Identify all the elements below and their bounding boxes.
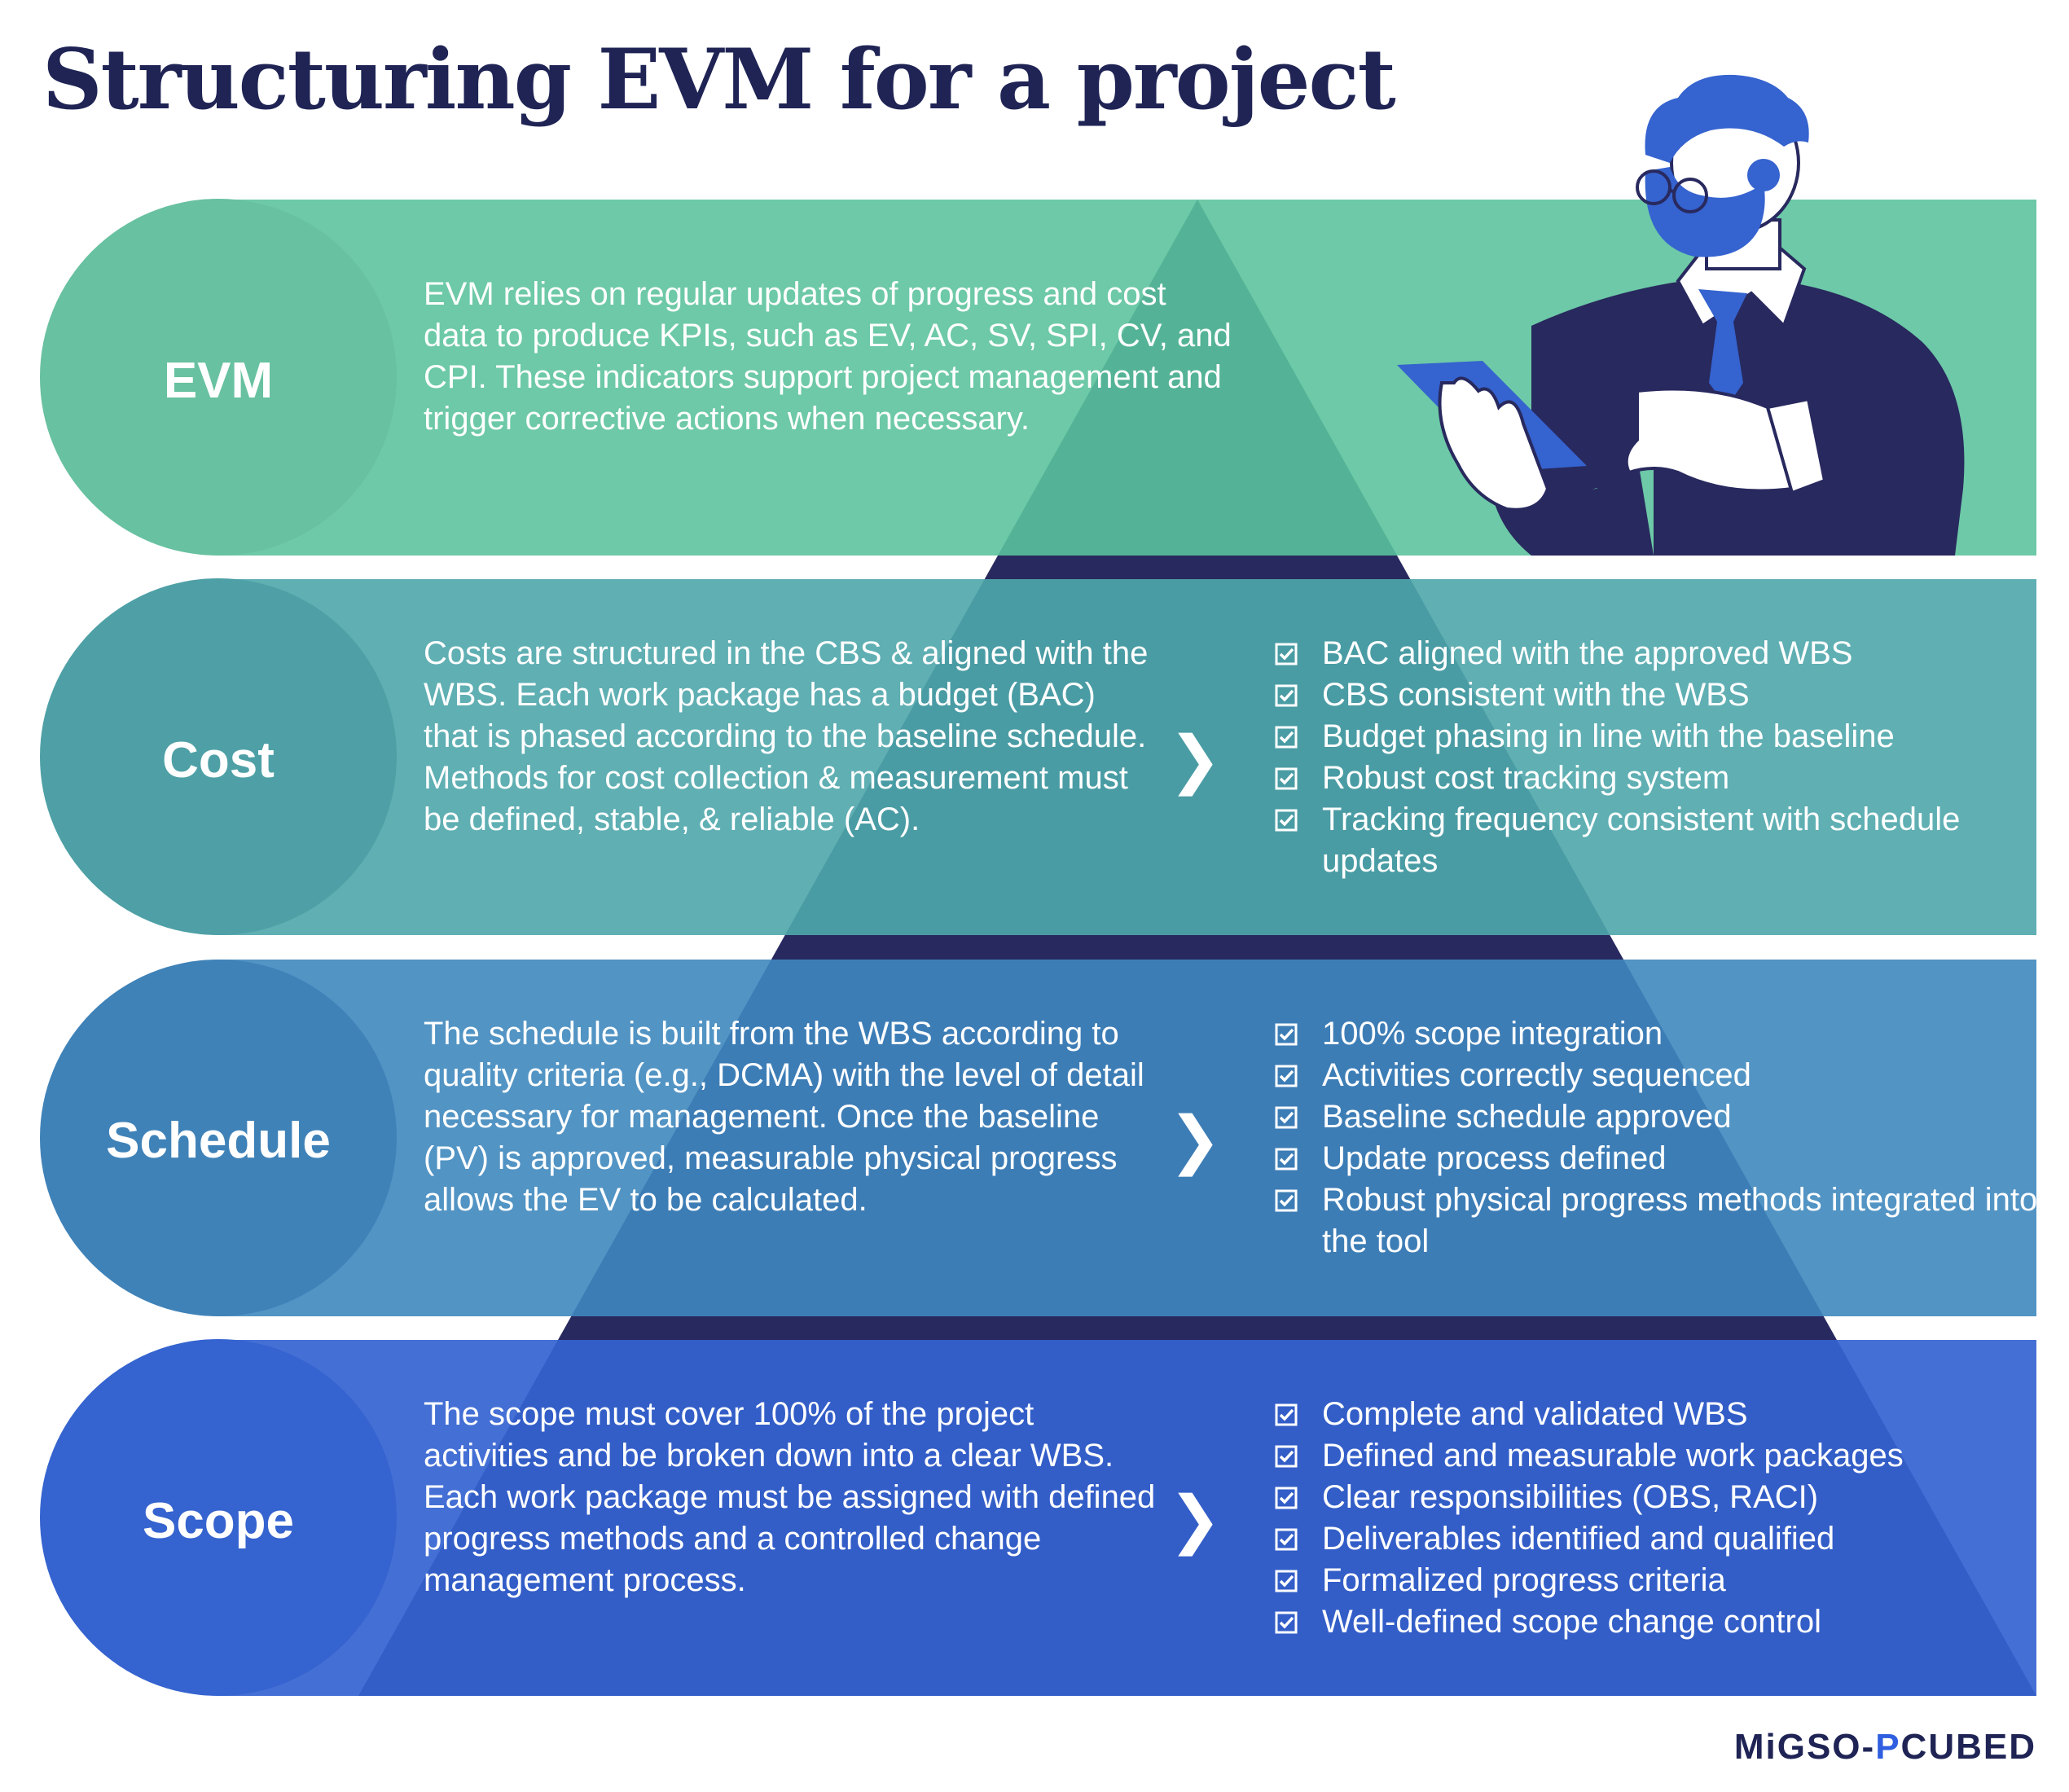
list-item: Robust physical progress methods integra… xyxy=(1275,1179,2040,1263)
list-item: Complete and validated WBS xyxy=(1275,1394,2040,1435)
checklist-item-text: Robust physical progress methods integra… xyxy=(1322,1182,2038,1259)
checklist-item-text: Activities correctly sequenced xyxy=(1322,1057,1751,1093)
checklist-item-text: CBS consistent with the WBS xyxy=(1322,677,1750,713)
list-item: Well-defined scope change control xyxy=(1275,1601,2040,1643)
chevron-right-icon: ❯ xyxy=(1168,1483,1222,1555)
logo-text-part2: CUBED xyxy=(1900,1727,2036,1767)
checkbox-checked-icon xyxy=(1275,1403,1298,1426)
row-label-scope: Scope xyxy=(142,1493,295,1549)
checklist-item-text: Baseline schedule approved xyxy=(1322,1099,1732,1135)
row-description-schedule: The schedule is built from the WBS accor… xyxy=(424,1016,1144,1218)
list-item: Activities correctly sequenced xyxy=(1275,1055,2040,1096)
list-item: Baseline schedule approved xyxy=(1275,1096,2040,1138)
checklist-cost: BAC aligned with the approved WBS CBS co… xyxy=(1275,633,2040,882)
chevron-right-icon: ❯ xyxy=(1168,723,1222,795)
checkbox-checked-icon xyxy=(1275,1148,1298,1171)
checklist-scope: Complete and validated WBS Defined and m… xyxy=(1275,1394,2040,1643)
checkbox-checked-icon xyxy=(1275,1611,1298,1634)
list-item: Update process defined xyxy=(1275,1138,2040,1179)
checkbox-checked-icon xyxy=(1275,767,1298,790)
checkbox-checked-icon xyxy=(1275,1106,1298,1129)
row-description-scope: The scope must cover 100% of the project… xyxy=(424,1396,1156,1598)
row-label-evm: EVM xyxy=(163,353,274,409)
list-item: Clear responsibilities (OBS, RACI) xyxy=(1275,1477,2040,1518)
checkbox-checked-icon xyxy=(1275,1528,1298,1551)
checklist-item-text: Robust cost tracking system xyxy=(1322,760,1730,796)
checkbox-checked-icon xyxy=(1275,1570,1298,1592)
checkbox-checked-icon xyxy=(1275,809,1298,832)
logo-text-accent: P xyxy=(1875,1727,1901,1767)
checklist-item-text: Formalized progress criteria xyxy=(1322,1562,1726,1598)
checkbox-checked-icon xyxy=(1275,1065,1298,1087)
checklist-item-text: Complete and validated WBS xyxy=(1322,1396,1748,1432)
checkbox-checked-icon xyxy=(1275,1023,1298,1046)
businessman-illustration xyxy=(1397,74,1965,556)
checklist-item-text: Tracking frequency consistent with sched… xyxy=(1322,802,1961,879)
checklist-item-text: Clear responsibilities (OBS, RACI) xyxy=(1322,1479,1819,1515)
list-item: BAC aligned with the approved WBS xyxy=(1275,633,2040,674)
list-item: Formalized progress criteria xyxy=(1275,1560,2040,1601)
list-item: CBS consistent with the WBS xyxy=(1275,674,2040,716)
checkbox-checked-icon xyxy=(1275,726,1298,749)
page-title: Structuring EVM for a project xyxy=(42,31,1396,129)
row-label-cost: Cost xyxy=(162,732,275,788)
chevron-right-icon: ❯ xyxy=(1168,1104,1222,1175)
row-description-cost: Costs are structured in the CBS & aligne… xyxy=(424,635,1149,837)
checklist-item-text: Budget phasing in line with the baseline xyxy=(1322,718,1895,754)
list-item: 100% scope integration xyxy=(1275,1013,2040,1055)
checklist-item-text: Defined and measurable work packages xyxy=(1322,1438,1904,1474)
brand-logo: MiGSO-PCUBED xyxy=(1734,1727,2036,1768)
checklist-item-text: BAC aligned with the approved WBS xyxy=(1322,635,1853,671)
list-item: Defined and measurable work packages xyxy=(1275,1435,2040,1477)
checklist-item-text: Well-defined scope change control xyxy=(1322,1604,1821,1640)
checkbox-checked-icon xyxy=(1275,1189,1298,1212)
checkbox-checked-icon xyxy=(1275,1487,1298,1509)
checkbox-checked-icon xyxy=(1275,643,1298,665)
list-item: Budget phasing in line with the baseline xyxy=(1275,716,2040,758)
checklist-schedule: 100% scope integration Activities correc… xyxy=(1275,1013,2040,1263)
checklist-item-text: Deliverables identified and qualified xyxy=(1322,1521,1835,1557)
row-label-schedule: Schedule xyxy=(106,1113,331,1169)
list-item: Deliverables identified and qualified xyxy=(1275,1518,2040,1560)
list-item: Robust cost tracking system xyxy=(1275,758,2040,799)
checkbox-checked-icon xyxy=(1275,1445,1298,1468)
checkbox-checked-icon xyxy=(1275,684,1298,707)
logo-text-part1: MiGSO- xyxy=(1733,1727,1876,1767)
checklist-item-text: 100% scope integration xyxy=(1322,1016,1663,1052)
checklist-item-text: Update process defined xyxy=(1322,1140,1667,1176)
row-description-evm: EVM relies on regular updates of progres… xyxy=(424,276,1232,437)
list-item: Tracking frequency consistent with sched… xyxy=(1275,799,2040,882)
